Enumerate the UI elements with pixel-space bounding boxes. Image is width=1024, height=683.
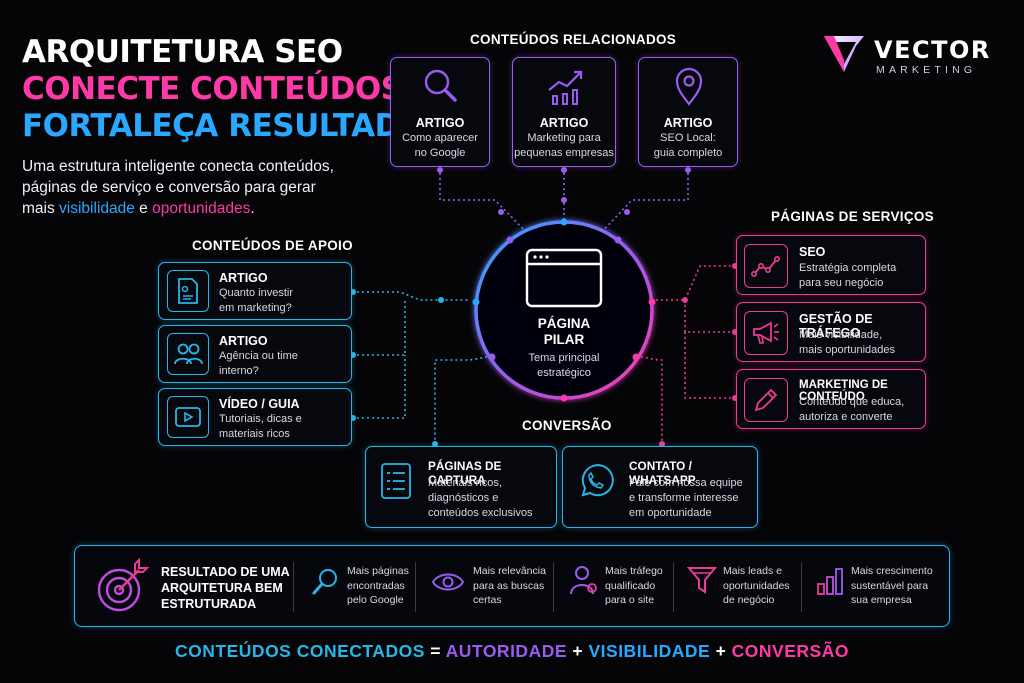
logo-sub: MARKETING: [876, 64, 977, 76]
divider: [673, 562, 674, 612]
support-connectors: [352, 291, 470, 419]
conversion-dots: [432, 441, 665, 447]
megaphone-icon: [744, 311, 788, 355]
card-label: MARKETING DE CONTEÚDO: [799, 379, 888, 403]
funnel-icon: [687, 567, 717, 594]
growth-chart-icon: [548, 70, 583, 105]
card-desc: SEO Local:guia completo: [653, 132, 723, 159]
eye-icon: [431, 573, 465, 591]
divider: [553, 562, 554, 612]
divider: [293, 562, 294, 612]
divider: [801, 562, 802, 612]
conversion-card-capture[interactable]: PÁGINAS DE CAPTURA Materiais ricos,diagn…: [365, 446, 557, 528]
play-icon: [167, 396, 209, 438]
card-label: VÍDEO / GUIA: [219, 397, 300, 411]
card-label: ARTIGO: [415, 116, 465, 130]
intro-text: Uma estrutura inteligente conecta conteú…: [22, 156, 352, 219]
title-line-1: ARQUITETURA SEO: [22, 34, 343, 70]
services-title: PÁGINAS DE SERVIÇOS: [771, 209, 934, 224]
card-desc: Conteúdo que educa,autoriza e converte: [799, 396, 905, 423]
browser-window-icon: [525, 248, 603, 308]
service-card-content[interactable]: MARKETING DE CONTEÚDO Conteúdo que educa…: [736, 369, 926, 429]
intro-line-3: mais visibilidade e oportunidades.: [22, 200, 255, 217]
service-card-traffic[interactable]: GESTÃO DE TRÁFEGO Mais visibilidade,mais…: [736, 302, 926, 362]
card-label: CONTATO / WHATSAPP: [629, 459, 696, 487]
footer-visibility: VISIBILIDADE: [588, 641, 711, 661]
form-list-icon: [381, 463, 411, 499]
card-label: ARTIGO: [219, 271, 268, 285]
intro-line-1: Uma estrutura inteligente conecta conteú…: [22, 158, 334, 175]
card-label: ARTIGO: [539, 116, 589, 130]
card-label: GESTÃO DE TRÁFEGO: [799, 312, 873, 340]
search-icon: [424, 69, 457, 102]
conversion-card-whatsapp[interactable]: CONTATO / WHATSAPP Fale com nossa equipe…: [562, 446, 758, 528]
vector-logo: VECTOR MARKETING: [822, 32, 1002, 78]
title-line-2: CONECTE CONTEÚDOS,: [22, 71, 414, 107]
footer-authority: AUTORIDADE: [445, 641, 568, 661]
card-label: PÁGINAS DE CAPTURA: [428, 459, 502, 487]
support-title: CONTEÚDOS DE APOIO: [192, 238, 353, 253]
intro-line-2: páginas de serviço e conversão para gera…: [22, 179, 316, 196]
bars-icon: [817, 568, 843, 595]
document-icon: [167, 270, 209, 312]
intro-highlight-opportunities: oportunidades: [152, 200, 251, 217]
pillar-ring-dots: [472, 218, 656, 402]
card-desc: Mais visibilidade,mais oportunidades: [799, 329, 896, 356]
pen-icon: [744, 378, 788, 422]
logo-mark-icon: [824, 36, 864, 72]
services-connectors: [656, 265, 736, 399]
pillar-label-1: PÁGINA: [537, 316, 591, 331]
whatsapp-icon: [581, 464, 614, 497]
related-dots: [437, 167, 691, 215]
card-label: SEO: [799, 245, 826, 259]
seo-graph-icon: [744, 244, 788, 288]
footer-equation: CONTEÚDOS CONECTADOS = AUTORIDADE + VISI…: [175, 641, 849, 661]
search-icon: [312, 569, 337, 595]
conversion-title: CONVERSÃO: [522, 418, 612, 433]
card-label: ARTIGO: [663, 116, 713, 130]
team-icon: [167, 333, 209, 375]
related-title: CONTEÚDOS RELACIONADOS: [470, 32, 677, 47]
intro-highlight-visibility: visibilidade: [59, 200, 135, 217]
card-label: ARTIGO: [219, 334, 268, 348]
pillar-label-2: PILAR: [543, 332, 585, 347]
title-line-3: FORTALEÇA RESULTADOS: [22, 108, 448, 144]
footer-conversion: CONVERSÃO: [731, 641, 849, 661]
location-pin-icon: [675, 67, 703, 106]
conversion-connectors: [434, 355, 493, 444]
target-icon: [97, 558, 150, 612]
related-card-local-seo[interactable]: ARTIGO SEO Local:guia completo: [638, 57, 738, 167]
logo-name: VECTOR: [874, 36, 991, 64]
divider: [415, 562, 416, 612]
user-icon: [570, 566, 597, 595]
footer-connected-content: CONTEÚDOS CONECTADOS: [175, 641, 425, 661]
